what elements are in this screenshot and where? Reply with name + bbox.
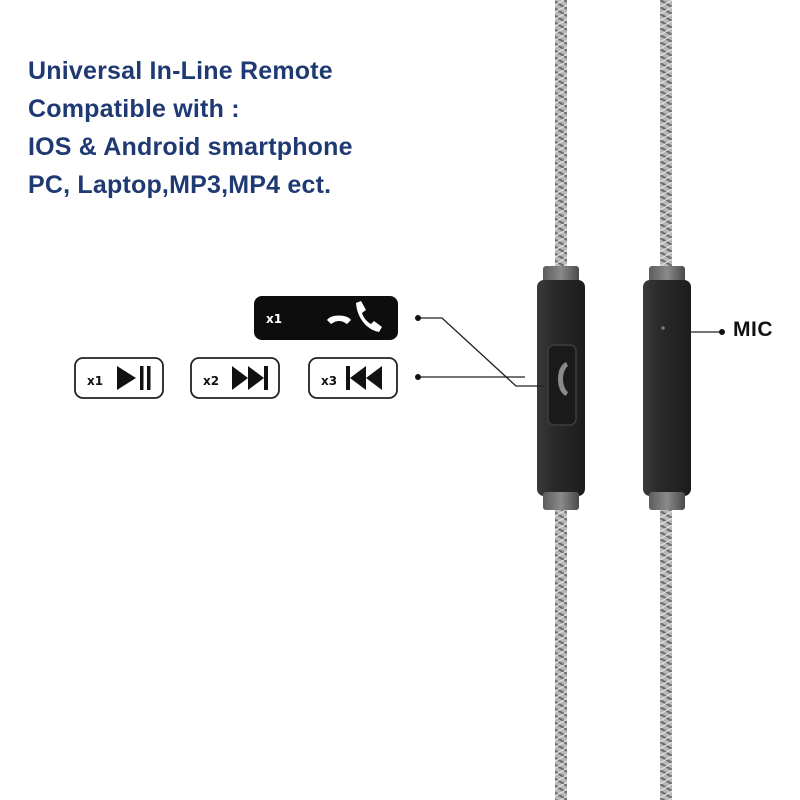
call-press-count: x1: [266, 312, 282, 326]
mic-hole: [661, 326, 665, 330]
previous-track-press-count: x3: [321, 374, 337, 388]
play-pause-badge: x1: [74, 357, 164, 399]
answer-call-icon: [356, 301, 382, 332]
next-track-icon: [232, 366, 268, 390]
right-cable: [660, 0, 672, 800]
play-pause-press-count: x1: [87, 374, 103, 388]
headline-line-4: PC, Laptop,MP3,MP4 ect.: [28, 171, 332, 199]
mic-label: MIC: [733, 318, 773, 341]
previous-track-badge: x3: [308, 357, 398, 399]
headline: Universal In-Line Remote Compatible with…: [28, 52, 353, 204]
play-pause-icon: [117, 366, 151, 390]
headline-line-2: Compatible with :: [28, 95, 240, 123]
headline-line-1: Universal In-Line Remote: [28, 57, 333, 85]
phone-icon: [558, 362, 568, 396]
mic-housing: [643, 266, 691, 510]
remote-control: [537, 266, 585, 510]
call-badge: x1: [254, 296, 398, 340]
next-track-press-count: x2: [203, 374, 219, 388]
hang-up-icon: [327, 315, 351, 324]
callout-lines: [418, 317, 722, 387]
next-track-badge: x2: [190, 357, 280, 399]
left-cable: [555, 0, 567, 800]
previous-track-icon: [346, 366, 382, 390]
headline-line-3: IOS & Android smartphone: [28, 133, 353, 161]
